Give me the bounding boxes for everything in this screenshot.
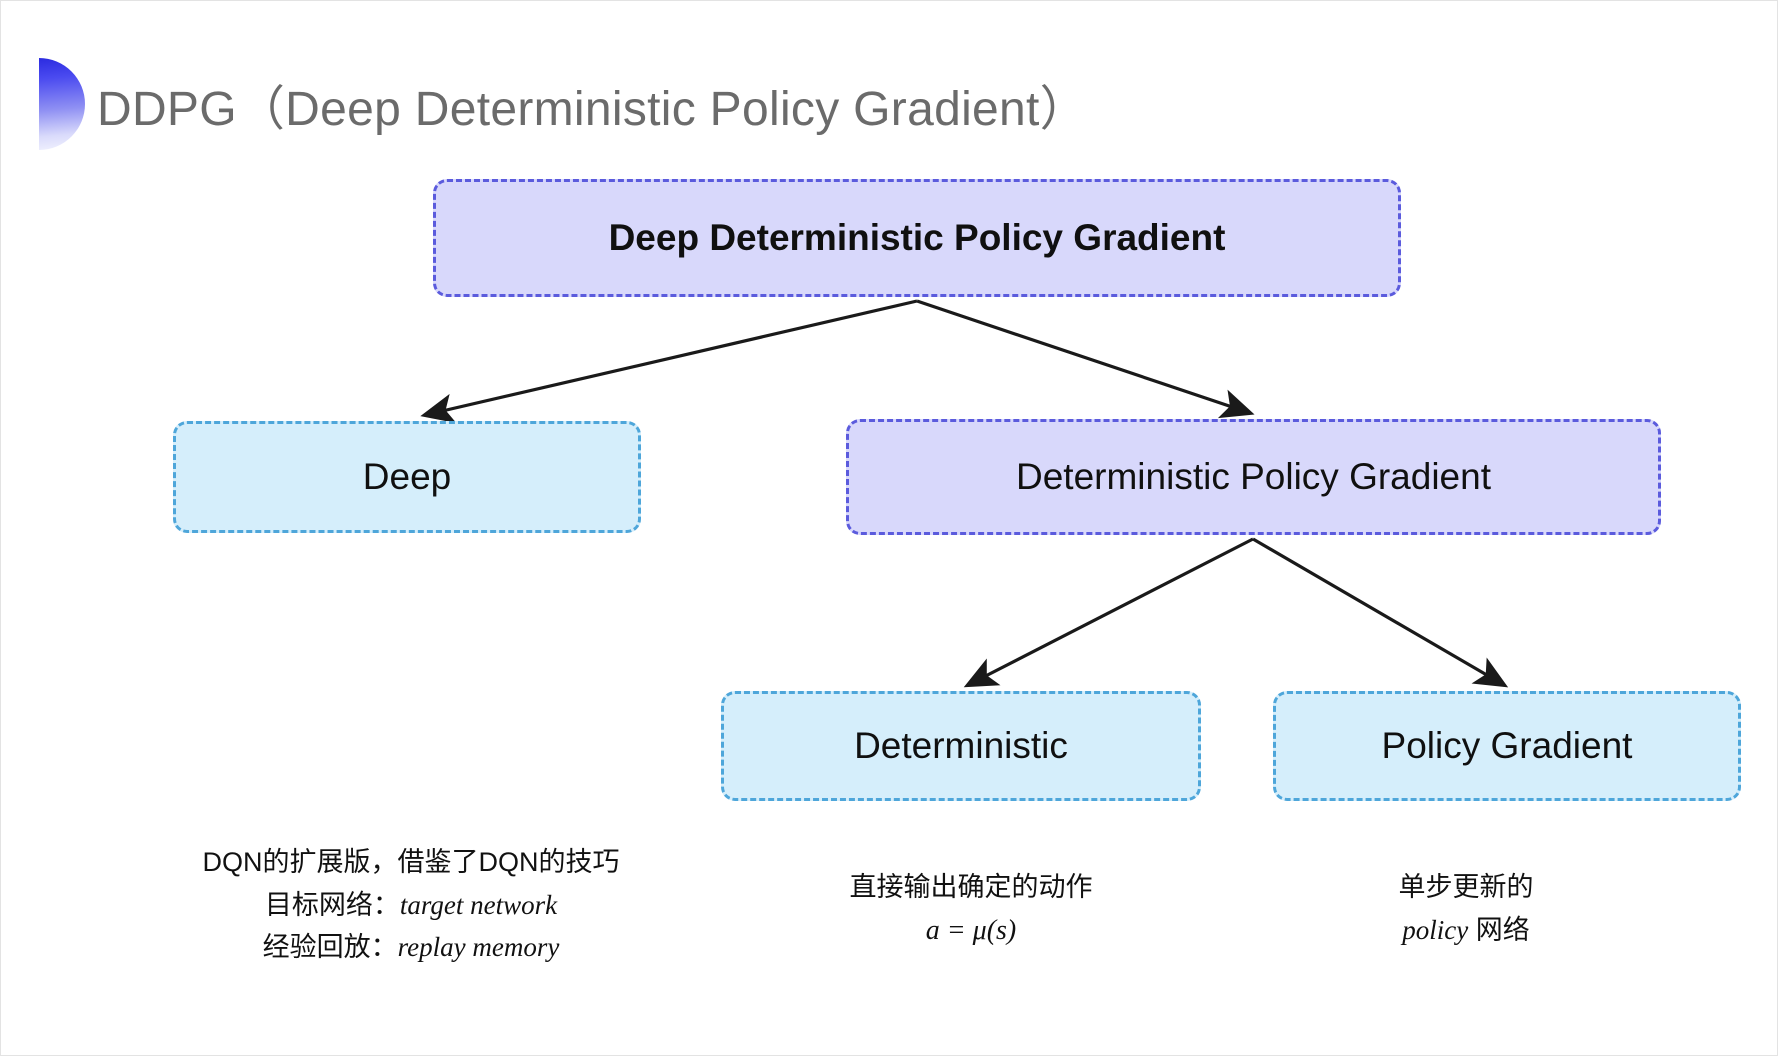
decorative-semicircle-icon (39, 58, 85, 150)
annotation-deep-line2: 目标网络：target network (151, 884, 671, 927)
page-title: DDPG（Deep Deterministic Policy Gradient） (97, 83, 1088, 136)
annotation-deep-line1: DQN的扩展版，借鉴了DQN的技巧 (202, 847, 620, 877)
annotation-policy-gradient-line2: policy 网络 (1301, 909, 1631, 952)
diagram-node-policy-gradient[interactable]: Policy Gradient (1273, 691, 1741, 801)
annotation-deterministic: 直接输出确定的动作 a = μ(s) (791, 866, 1151, 953)
diagram-node-root-label: Deep Deterministic Policy Gradient (608, 216, 1226, 258)
annotation-policy-gradient: 单步更新的 policy 网络 (1301, 866, 1631, 951)
annotation-deep-line2-term: target network (399, 889, 558, 920)
diagram-node-dpg[interactable]: Deterministic Policy Gradient (846, 419, 1661, 535)
annotation-policy-gradient-line1: 单步更新的 (1398, 872, 1534, 902)
arrow-root-to-dpg (916, 299, 1255, 419)
diagram-node-deep[interactable]: Deep (173, 421, 641, 533)
annotation-deep-line3: 经验回放：replay memory (151, 926, 671, 969)
annotation-deep-line3-label: 经验回放： (262, 932, 398, 963)
annotation-deterministic-line1: 直接输出确定的动作 (849, 872, 1093, 902)
diagram-node-deterministic[interactable]: Deterministic (721, 691, 1201, 801)
diagram-node-policy-gradient-label: Policy Gradient (1381, 724, 1633, 766)
annotation-deterministic-formula: a = μ(s) (925, 914, 1017, 946)
annotation-policy-gradient-term: policy (1402, 914, 1469, 945)
annotation-policy-gradient-suffix: 网络 (1468, 914, 1530, 945)
diagram-node-deterministic-label: Deterministic (854, 724, 1068, 766)
annotation-deep: DQN的扩展版，借鉴了DQN的技巧 目标网络：target network 经验… (151, 841, 671, 969)
diagram-node-dpg-label: Deterministic Policy Gradient (1016, 455, 1491, 497)
arrow-dpg-to-deterministic (963, 537, 1254, 688)
diagram-node-root[interactable]: Deep Deterministic Policy Gradient (433, 179, 1401, 297)
annotation-deep-line3-term: replay memory (397, 932, 560, 963)
annotation-deep-line2-label: 目标网络： (264, 889, 400, 920)
diagram-node-deep-label: Deep (362, 455, 452, 497)
arrow-root-to-deep (420, 299, 918, 424)
arrow-dpg-to-policy-gradient (1252, 537, 1509, 688)
